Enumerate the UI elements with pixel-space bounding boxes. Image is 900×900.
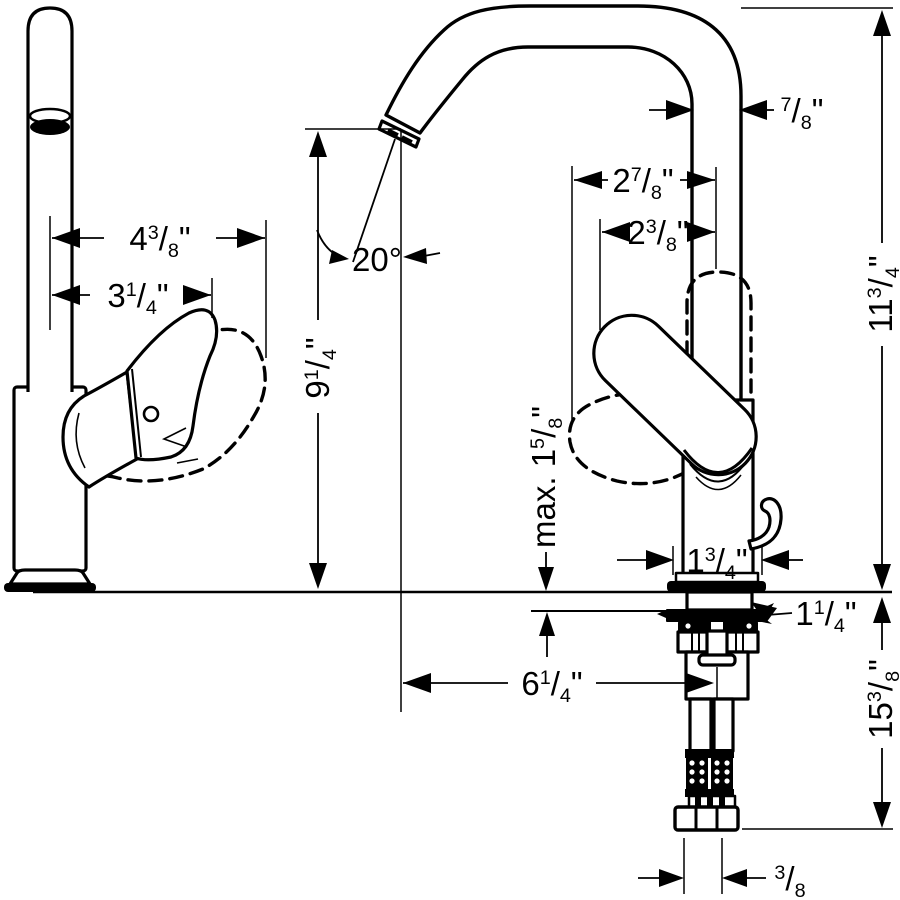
dimension-max-1-5-8: max. 15/8" — [525, 406, 567, 657]
collar-arc — [695, 474, 742, 491]
left-base-flange — [8, 568, 92, 586]
dimension-9-1-4: 91/4" — [299, 128, 401, 589]
washer-tooth — [657, 610, 666, 618]
braided-hose-left — [686, 757, 708, 790]
dimension-6-1-4: 61/4" — [403, 665, 714, 707]
ferrule-stripe — [719, 796, 725, 808]
dimension-label: max. 15/8" — [525, 406, 567, 548]
ferrule-stripe — [695, 796, 701, 808]
dimension-label: 31/4" — [107, 277, 168, 319]
dimension-11-3-4: 113/4" — [741, 7, 900, 590]
left-aerator — [30, 119, 70, 135]
dimension-7-8: 7/8" — [649, 92, 823, 134]
lever-seam — [131, 368, 142, 458]
dimension-label: 43/8" — [129, 220, 190, 262]
dimension-2-7-8: 27/8" — [571, 162, 717, 420]
dimension-label: 13/4" — [686, 542, 747, 584]
supply-hose-right — [712, 697, 735, 753]
dimension-1-1-4: 11/4" — [751, 595, 857, 637]
dimensions: 43/8" 31/4" 7/8" 27/8" — [49, 7, 900, 900]
right-handle-dashed-up-position — [685, 270, 753, 399]
lever-dash-mark — [176, 458, 199, 464]
right-faucet-front-view — [377, 4, 783, 592]
threaded-stud — [705, 629, 729, 659]
dimension-2-3-8: 23/8" — [599, 214, 715, 330]
escutcheon-base — [667, 581, 766, 592]
left-handle-collar — [61, 370, 139, 489]
dimension-3-1-4: 31/4" — [52, 277, 213, 319]
dimension-label: 113/4" — [862, 255, 900, 332]
dimension-label: 11/4" — [795, 595, 856, 637]
hose-collar — [685, 749, 734, 758]
mounting-shank — [685, 590, 754, 612]
collar-arc — [689, 461, 747, 483]
supply-hose-left — [688, 697, 713, 753]
aerator-slot — [387, 128, 399, 137]
dimension-label: 23/8" — [627, 214, 688, 256]
angle-label: 20° — [352, 241, 402, 278]
aerator-slot — [401, 135, 413, 144]
dimension-label: 7/8" — [781, 92, 824, 134]
collar-contour — [75, 412, 86, 469]
dimension-15-3-8: 153/8" — [742, 597, 900, 830]
pop-up-rod — [747, 497, 783, 551]
stud-bar — [697, 653, 737, 667]
left-handle-dashed-position — [85, 327, 267, 483]
right-handle-lever — [592, 313, 758, 477]
dimension-label: 27/8" — [612, 162, 673, 204]
dimension-label: 153/8" — [862, 659, 900, 739]
left-base-plate — [4, 583, 96, 592]
plate-hole — [746, 623, 752, 629]
ferrule-stripe — [707, 796, 713, 808]
dimension-label: 3/8 — [774, 860, 805, 900]
lock-washer — [666, 609, 765, 622]
dimension-4-3-8: 43/8" — [49, 216, 267, 358]
dimension-1-3-4: 13/4" — [617, 542, 803, 584]
dimension-label: 61/4" — [521, 665, 582, 707]
connector-hex-nut — [673, 805, 740, 832]
plate-slot — [711, 622, 723, 631]
lever-chevron-mark — [161, 427, 188, 448]
left-handle-lever — [125, 308, 219, 462]
hose-collar — [685, 789, 734, 797]
plate-hole — [685, 623, 691, 629]
angle-20-degrees: 20° — [316, 131, 441, 712]
dimension-3-8: 3/8 — [638, 838, 806, 900]
below-counter-hardware — [657, 590, 774, 832]
collar-arc — [682, 447, 754, 474]
lever-dot — [142, 405, 160, 423]
left-faucet-pipe — [26, 6, 74, 392]
braided-hose-right — [711, 757, 733, 790]
dimension-label: 91/4" — [299, 337, 341, 398]
